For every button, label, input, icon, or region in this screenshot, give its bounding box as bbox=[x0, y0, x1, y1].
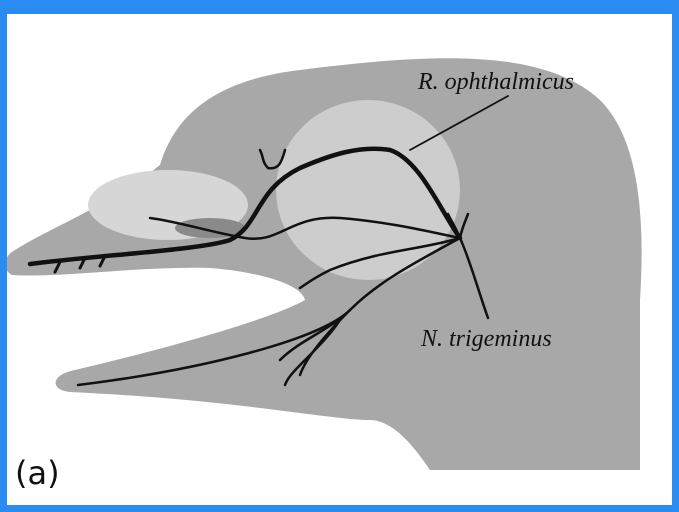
figure-panel: R. ophthalmicus N. trigeminus (a) bbox=[7, 14, 672, 505]
panel-letter: (a) bbox=[15, 454, 60, 492]
label-r-ophthalmicus: R. ophthalmicus bbox=[418, 69, 574, 96]
label-n-trigeminus: N. trigeminus bbox=[421, 326, 552, 353]
